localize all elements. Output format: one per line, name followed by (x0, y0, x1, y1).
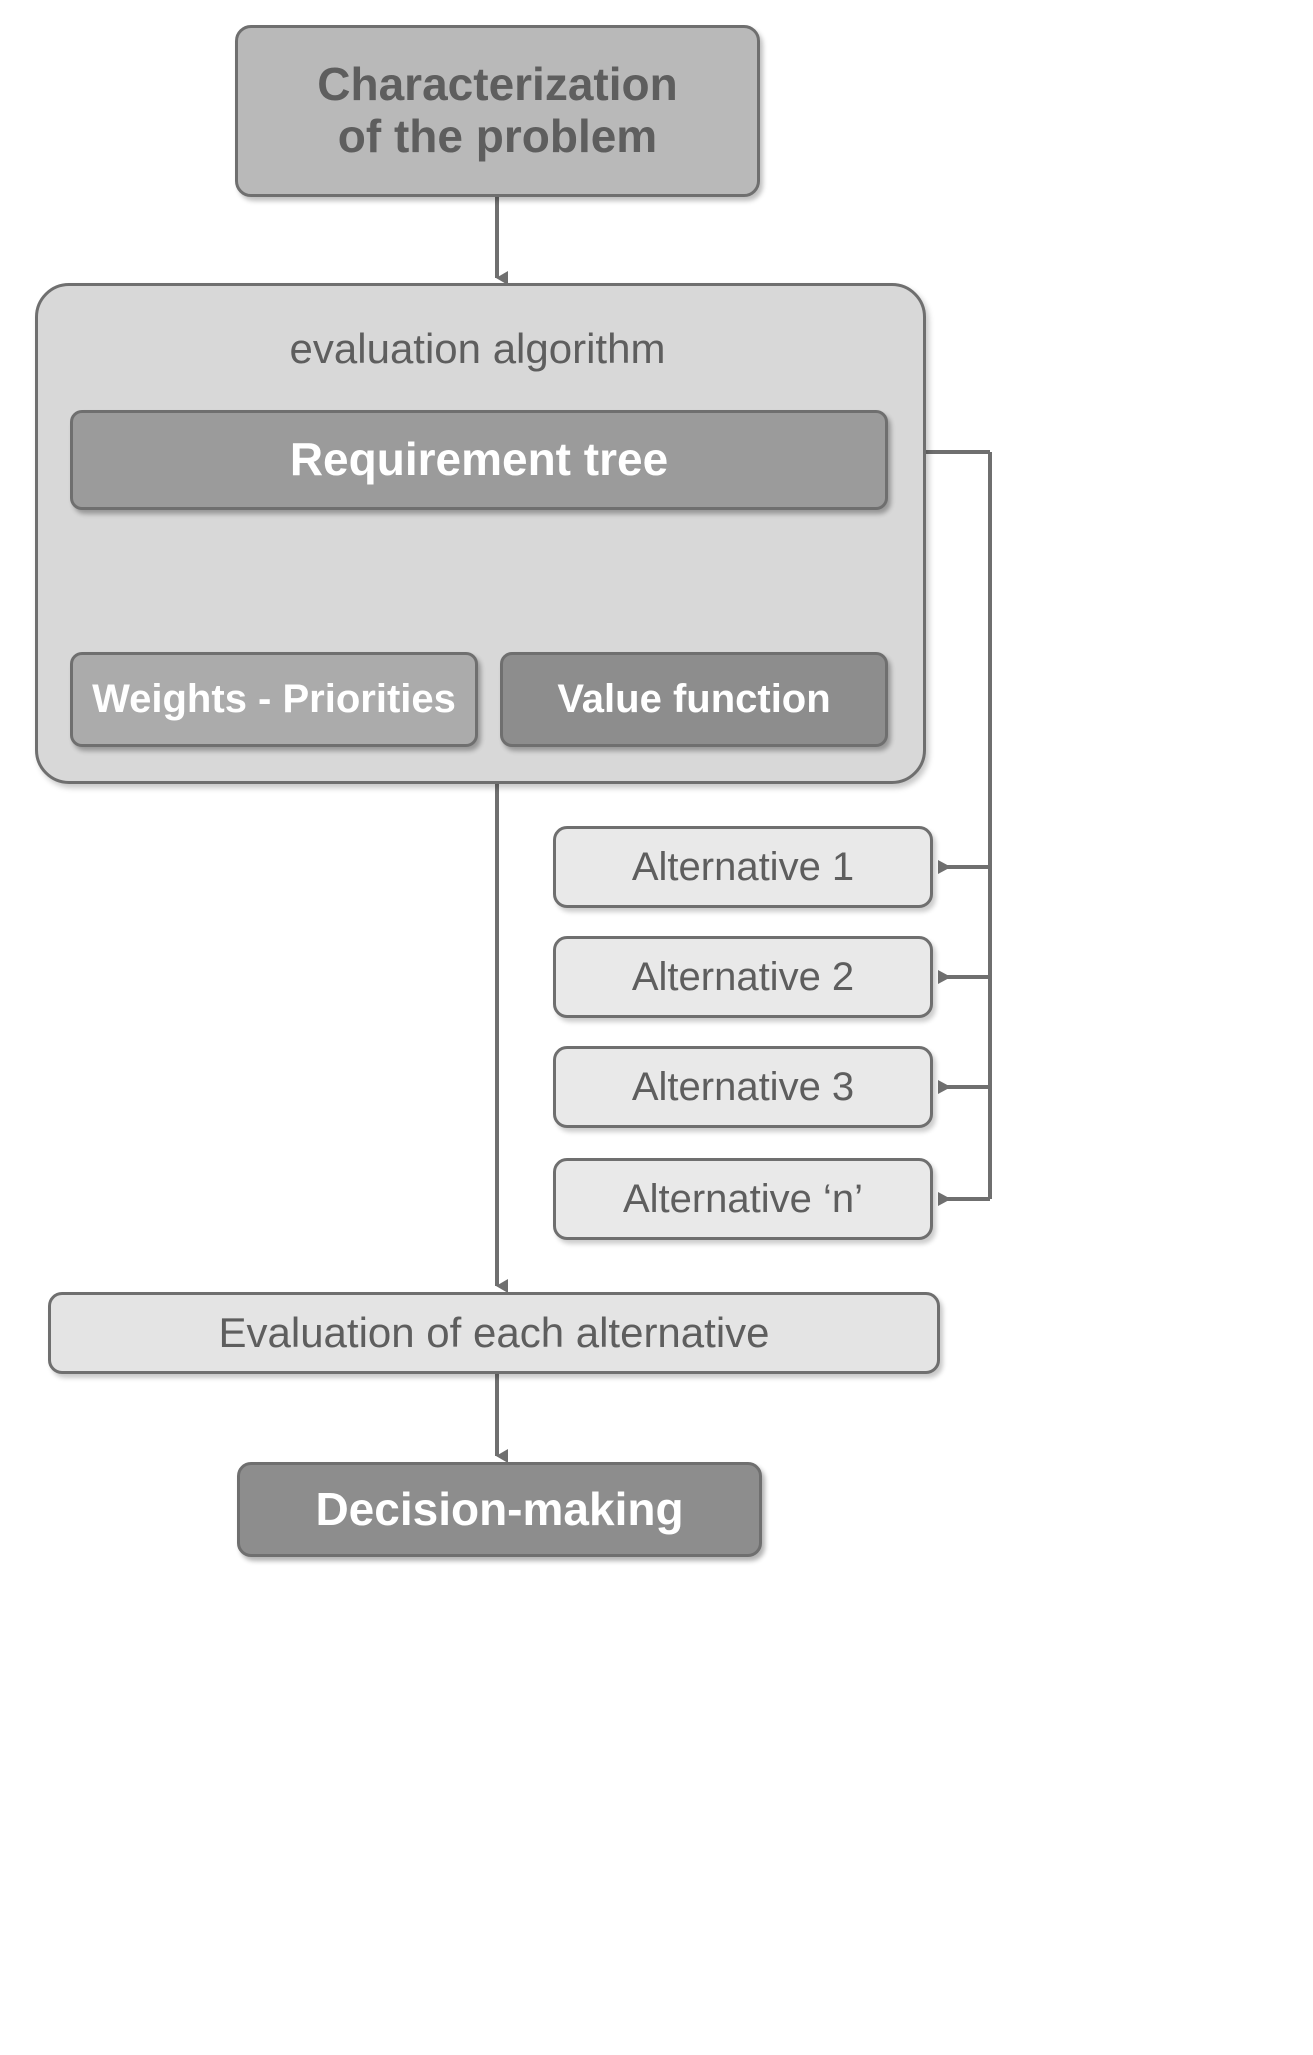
node-weights-priorities[interactable]: Weights - Priorities (70, 652, 478, 747)
node-characterization-line2: of the problem (337, 110, 658, 162)
node-alternative-2[interactable]: Alternative 2 (553, 936, 933, 1018)
node-value-function[interactable]: Value function (500, 652, 888, 747)
node-characterization-line1: Characterization (317, 58, 678, 111)
node-alternative-3[interactable]: Alternative 3 (553, 1046, 933, 1128)
node-evaluation-of-each-alternative[interactable]: Evaluation of each alternative (48, 1292, 940, 1374)
node-characterization-label: Characterization of the problem (317, 59, 677, 162)
node-characterization-of-the-problem[interactable]: Characterization of the problem (235, 25, 760, 197)
node-requirement-tree[interactable]: Requirement tree (70, 410, 888, 510)
node-alternative-n[interactable]: Alternative ‘n’ (553, 1158, 933, 1240)
group-evaluation-algorithm-label: evaluation algorithm (289, 325, 666, 372)
node-decision-making[interactable]: Decision-making (237, 1462, 762, 1557)
node-alternative-1[interactable]: Alternative 1 (553, 826, 933, 908)
